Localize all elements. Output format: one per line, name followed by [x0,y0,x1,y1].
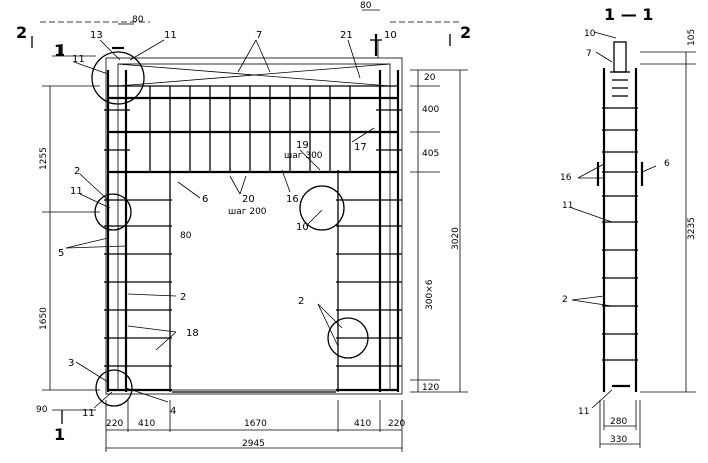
dim-410-right: 410 [354,419,371,429]
bottom-rods [108,388,398,393]
dim-3020: 3020 [451,227,461,250]
section-mark-1-top: 1 [54,41,65,60]
section-callout-6: 6 [664,159,670,169]
callout-11-top-right: 11 [164,30,177,41]
dim-1670: 1670 [244,419,267,429]
dim-410-left: 410 [138,419,155,429]
dim-80-top-right: 80 [360,1,372,11]
front-view [31,21,460,424]
callout-3: 3 [68,358,74,369]
callout-10-mid: 10 [296,222,309,233]
dim-2945: 2945 [242,439,265,449]
section-callout-10: 10 [584,29,596,39]
callout-2-left-top: 2 [74,166,80,177]
inner-frame [117,63,391,391]
section-callout-7: 7 [586,49,592,59]
dim-220-left: 220 [106,419,123,429]
section-top-rod [613,41,627,73]
section-callout-11: 11 [562,201,573,211]
detail-circles [91,51,369,407]
section-stirrups [602,107,638,388]
dim-20: 20 [424,73,436,83]
dim-1255: 1255 [39,147,49,170]
dim-120: 120 [422,383,439,393]
callout-16: 16 [286,194,299,205]
callout-2-left-mid: 2 [180,292,186,303]
dim-400: 400 [422,105,439,115]
section-cut-1 [52,44,96,424]
top-beam-rods [108,85,398,174]
left-leg-rods [106,70,171,392]
callout-18: 18 [186,328,199,339]
section-title: 1 — 1 [604,5,653,24]
labels: 2 2 1 1 1 — 1 13 11 11 7 21 10 2 11 5 6 … [16,1,697,449]
section-mark-2-right: 2 [460,23,471,42]
top-diagonal-rods [117,63,391,87]
callout-21: 21 [340,30,353,41]
callout-5: 5 [58,248,64,259]
left-leg-stirrups [104,109,172,367]
lifting-loops [112,34,382,56]
section-callout-2: 2 [562,295,568,305]
dim-405: 405 [422,149,439,159]
callout-20-step: шаг 200 [228,207,267,217]
front-dimensions [42,9,468,452]
dim-330: 330 [610,435,627,445]
callout-7: 7 [256,30,262,41]
callout-19: 19 [296,140,309,151]
section-cut-2 [31,21,460,48]
callout-19-step: шаг 300 [284,151,323,161]
dim-90: 90 [36,405,48,415]
dim-280: 280 [610,417,627,427]
dim-1650: 1650 [39,307,49,330]
dim-300x6: 300×6 [425,279,435,310]
right-leg-stirrups [336,109,402,367]
section-mark-1-bottom: 1 [54,425,65,444]
section-mark-2-left: 2 [16,23,27,42]
callout-10-top: 10 [384,30,397,41]
callout-11-bottom: 11 [82,408,95,419]
right-leg-rods [337,70,400,392]
callout-6: 6 [202,194,208,205]
callout-2-right-mid: 2 [298,296,304,307]
front-leaders [65,39,379,409]
callout-11-top-left: 11 [72,54,85,65]
dim-80-top-left: 80 [132,15,144,25]
section-view [571,31,696,448]
dim-80-mid: 80 [180,231,192,241]
dim-3235: 3235 [687,217,697,240]
callout-17: 17 [354,142,367,153]
dim-105: 105 [687,29,697,46]
top-beam-stirrups [149,86,351,172]
callout-11-mid: 11 [70,186,83,197]
section-callout-16: 16 [560,173,572,183]
callout-13: 13 [90,30,103,41]
callout-4: 4 [170,406,176,417]
dim-220-right: 220 [388,419,405,429]
section-callout-11-bottom: 11 [578,407,589,417]
callout-20: 20 [242,194,255,205]
